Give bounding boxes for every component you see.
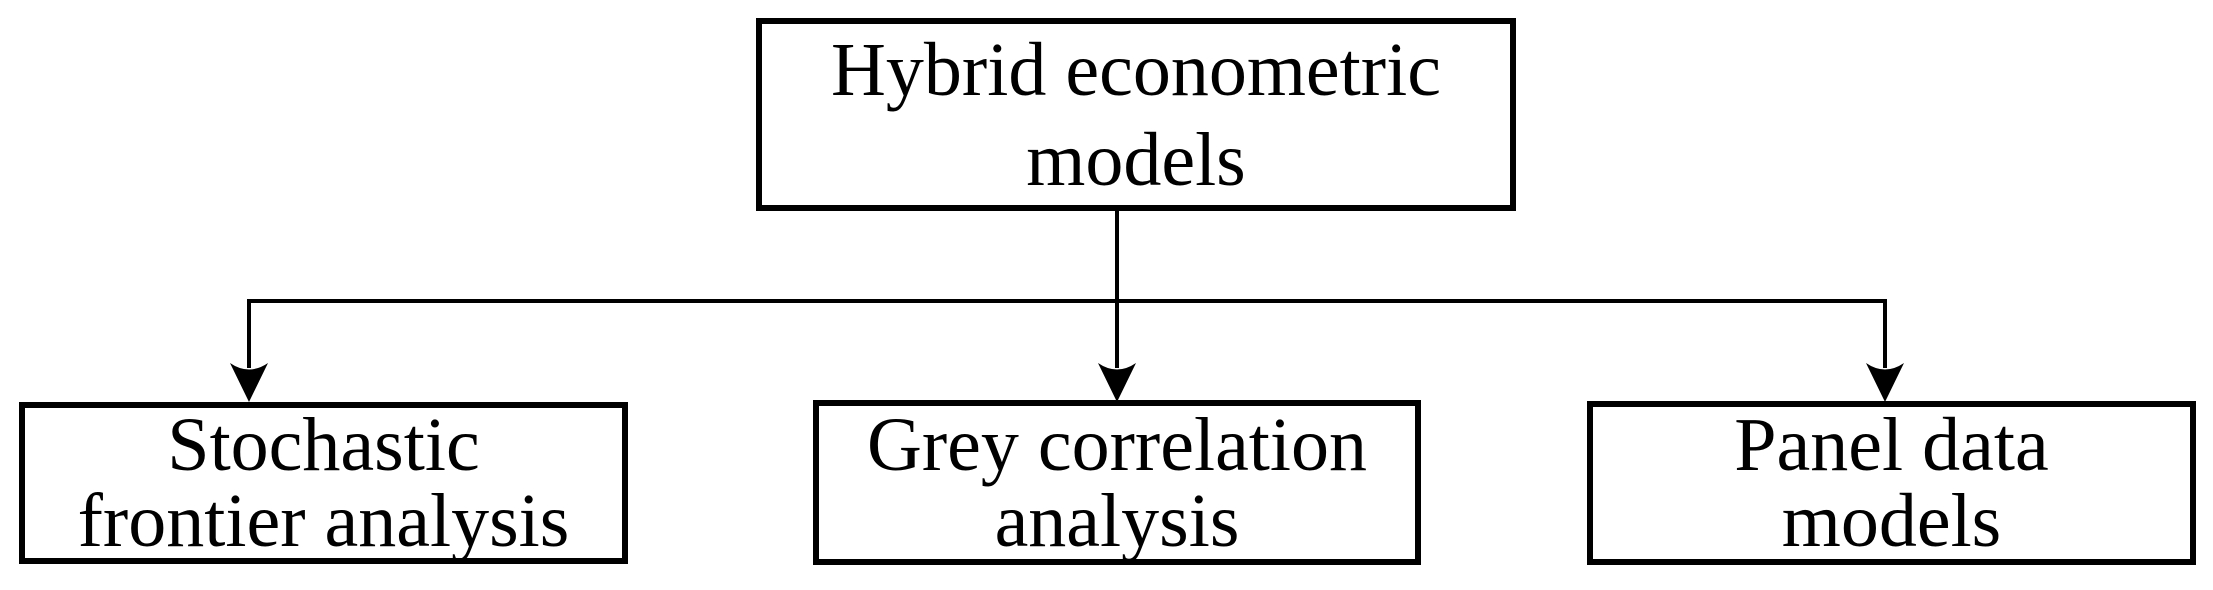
node-label-line: models — [1026, 117, 1246, 202]
arrowhead-right-icon — [1866, 363, 1904, 402]
arrowhead-middle-icon — [1098, 363, 1136, 402]
node-label-line: analysis — [994, 478, 1240, 563]
arrowhead-left-icon — [230, 363, 268, 402]
node-grey-correlation-analysis: Grey correlation analysis — [813, 400, 1421, 565]
node-label-line: Grey correlation — [866, 402, 1368, 487]
node-hybrid-econometric-models: Hybrid econometric models — [756, 18, 1516, 211]
node-stochastic-frontier-analysis: Stochastic frontier analysis — [19, 402, 628, 564]
node-label-line: frontier analysis — [77, 479, 570, 563]
node-label-line: Stochastic — [167, 403, 480, 487]
node-label-line: Hybrid econometric — [831, 27, 1441, 112]
node-label-line: models — [1781, 479, 2002, 563]
node-label-line: Panel data — [1734, 403, 2049, 487]
node-panel-data-models: Panel data models — [1587, 401, 2196, 565]
